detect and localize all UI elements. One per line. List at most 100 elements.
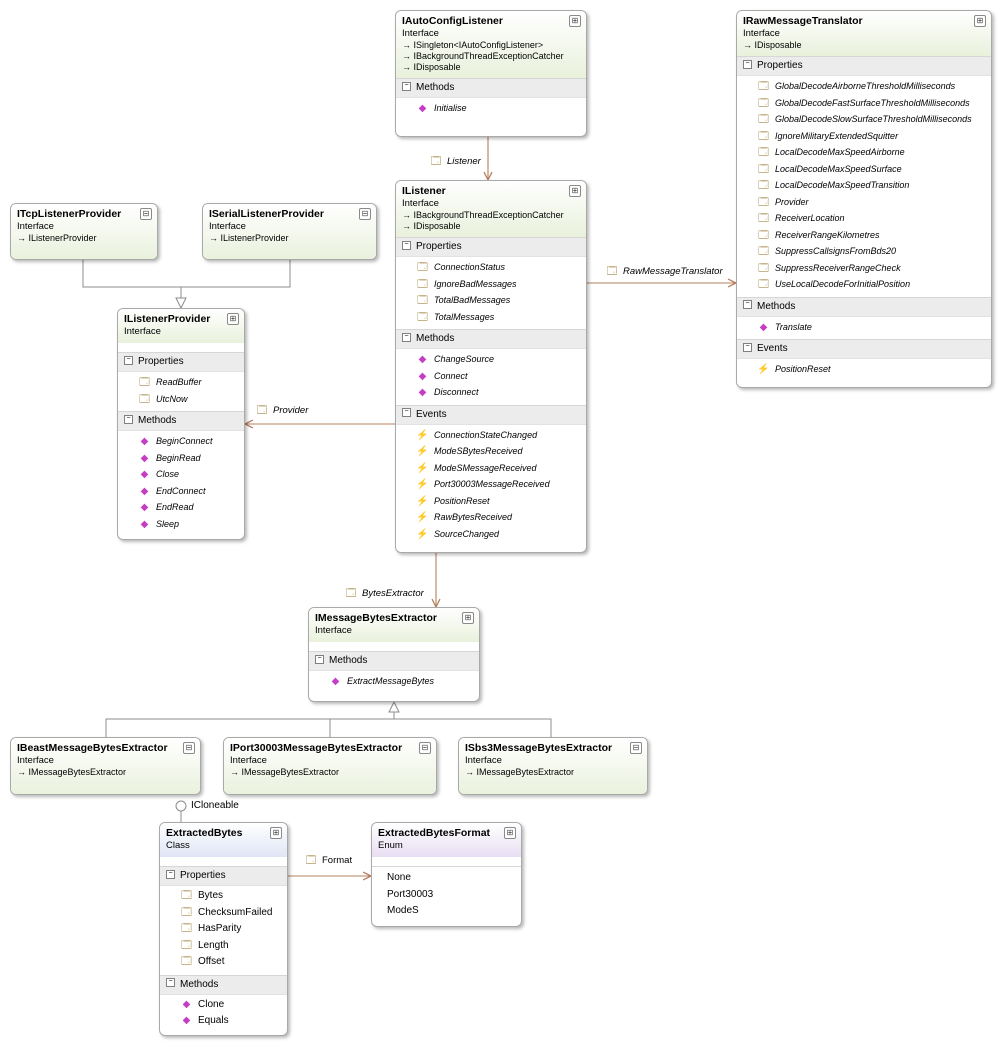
property-item[interactable]: 🗔SuppressCallsignsFromBds20	[737, 243, 991, 260]
box-iautoconfiglistener[interactable]: IAutoConfigListener Interface → ISinglet…	[395, 10, 587, 137]
section-header-methods[interactable]: −Methods	[309, 652, 479, 671]
method-item[interactable]: ◆EndConnect	[118, 483, 244, 500]
collapse-toggle-icon[interactable]: ⊞	[504, 827, 516, 839]
properties-section: −Properties 🗔GlobalDecodeAirborneThresho…	[737, 56, 991, 297]
label-bytes-extractor-association: 🗔 BytesExtractor	[345, 588, 424, 600]
method-icon: ◆	[182, 1015, 191, 1026]
box-itcplistenerprovider[interactable]: ITcpListenerProvider Interface → IListen…	[10, 203, 158, 260]
property-item[interactable]: 🗔UtcNow	[118, 391, 244, 408]
property-item[interactable]: 🗔Offset	[160, 954, 287, 971]
property-icon: 🗔	[758, 81, 769, 92]
section-header-methods[interactable]: −Methods	[396, 330, 586, 349]
section-header-properties[interactable]: −Properties	[118, 353, 244, 372]
property-item[interactable]: 🗔HasParity	[160, 921, 287, 938]
event-item[interactable]: ⚡SourceChanged	[396, 526, 586, 543]
member-name: BeginRead	[156, 452, 201, 463]
collapse-toggle-icon[interactable]: ⊞	[974, 15, 986, 27]
section-header-properties[interactable]: −Properties	[396, 238, 586, 257]
method-item[interactable]: ◆Initialise	[396, 100, 586, 117]
property-item[interactable]: 🗔SuppressReceiverRangeCheck	[737, 260, 991, 277]
event-item[interactable]: ⚡ConnectionStateChanged	[396, 427, 586, 444]
expand-toggle-icon[interactable]: ⊟	[140, 208, 152, 220]
method-item[interactable]: ◆Close	[118, 466, 244, 483]
member-name: ReadBuffer	[156, 377, 202, 387]
enum-value[interactable]: ModeS	[387, 905, 419, 916]
inherits-label: IMessageBytesExtractor	[476, 767, 575, 777]
property-item[interactable]: 🗔GlobalDecodeFastSurfaceThresholdMillise…	[737, 95, 991, 112]
section-header-properties[interactable]: −Properties	[160, 867, 287, 886]
event-item[interactable]: ⚡PositionReset	[396, 493, 586, 510]
event-item[interactable]: ⚡ModeSBytesReceived	[396, 443, 586, 460]
property-item[interactable]: 🗔ChecksumFailed	[160, 905, 287, 922]
property-item[interactable]: 🗔ReadBuffer	[118, 374, 244, 391]
method-item[interactable]: ◆ChangeSource	[396, 351, 586, 368]
box-header: IListener Interface → IBackgroundThreadE…	[396, 181, 586, 237]
expand-toggle-icon[interactable]: ⊟	[359, 208, 371, 220]
property-item[interactable]: 🗔GlobalDecodeSlowSurfaceThresholdMillise…	[737, 111, 991, 128]
section-header-methods[interactable]: −Methods	[160, 975, 287, 995]
enum-value[interactable]: Port30003	[387, 888, 434, 900]
method-item[interactable]: ◆Clone	[160, 997, 287, 1014]
box-imessagebytesextractor[interactable]: IMessageBytesExtractor Interface ⊞ −Meth…	[308, 607, 480, 702]
property-item[interactable]: 🗔UseLocalDecodeForInitialPosition	[737, 276, 991, 293]
section-header-events[interactable]: −Events	[737, 340, 991, 359]
box-irawmessagetranslator[interactable]: IRawMessageTranslator Interface → IDispo…	[736, 10, 992, 388]
enum-value[interactable]: None	[387, 872, 411, 883]
method-item[interactable]: ◆BeginConnect	[118, 433, 244, 450]
collapse-toggle-icon[interactable]: ⊞	[569, 185, 581, 197]
property-item[interactable]: 🗔LocalDecodeMaxSpeedAirborne	[737, 144, 991, 161]
box-iport30003messagebytesextractor[interactable]: IPort30003MessageBytesExtractor Interfac…	[223, 737, 437, 795]
event-item[interactable]: ⚡PositionReset	[737, 361, 991, 378]
collapse-toggle-icon[interactable]: ⊞	[270, 827, 282, 839]
property-item[interactable]: 🗔Provider	[737, 194, 991, 211]
collapse-toggle-icon[interactable]: ⊞	[227, 313, 239, 325]
method-item[interactable]: ◆Disconnect	[396, 384, 586, 401]
expand-toggle-icon[interactable]: ⊟	[419, 742, 431, 754]
event-item[interactable]: ⚡Port30003MessageReceived	[396, 476, 586, 493]
member-name: Bytes	[198, 890, 224, 901]
property-item[interactable]: 🗔ReceiverLocation	[737, 210, 991, 227]
event-item[interactable]: ⚡RawBytesReceived	[396, 509, 586, 526]
method-item[interactable]: ◆Sleep	[118, 516, 244, 533]
association-label: BytesExtractor	[362, 588, 424, 599]
property-icon: 🗔	[181, 923, 192, 934]
member-name: Connect	[434, 370, 468, 381]
property-item[interactable]: 🗔TotalBadMessages	[396, 292, 586, 309]
box-ibeastmessagebytesextractor[interactable]: IBeastMessageBytesExtractor Interface → …	[10, 737, 201, 795]
method-item[interactable]: ◆Equals	[160, 1013, 287, 1030]
property-item[interactable]: 🗔GlobalDecodeAirborneThresholdMillisecon…	[737, 78, 991, 95]
box-extractedbytesformat[interactable]: ExtractedBytesFormat Enum ⊞ None Port300…	[371, 822, 522, 927]
section-header-properties[interactable]: −Properties	[737, 57, 991, 76]
property-item[interactable]: 🗔IgnoreMilitaryExtendedSquitter	[737, 128, 991, 145]
section-header-methods[interactable]: −Methods	[396, 79, 586, 98]
box-ilistenerprovider[interactable]: IListenerProvider Interface ⊞ −Propertie…	[117, 308, 245, 540]
property-item[interactable]: 🗔LocalDecodeMaxSpeedTransition	[737, 177, 991, 194]
collapse-toggle-icon[interactable]: ⊞	[569, 15, 581, 27]
method-item[interactable]: ◆EndRead	[118, 499, 244, 516]
property-item[interactable]: 🗔ConnectionStatus	[396, 259, 586, 276]
expand-toggle-icon[interactable]: ⊟	[183, 742, 195, 754]
property-item[interactable]: 🗔ReceiverRangeKilometres	[737, 227, 991, 244]
method-item[interactable]: ◆Connect	[396, 368, 586, 385]
box-extractedbytes[interactable]: ExtractedBytes Class ⊞ −Properties 🗔Byte…	[159, 822, 288, 1036]
property-item[interactable]: 🗔LocalDecodeMaxSpeedSurface	[737, 161, 991, 178]
box-iseriallistenerprovider[interactable]: ISerialListenerProvider Interface → ILis…	[202, 203, 377, 260]
box-isbs3messagebytesextractor[interactable]: ISbs3MessageBytesExtractor Interface → I…	[458, 737, 648, 795]
section-header-events[interactable]: −Events	[396, 405, 586, 425]
property-icon: 🗔	[345, 588, 357, 599]
method-item[interactable]: ◆BeginRead	[118, 450, 244, 467]
method-item[interactable]: ◆ExtractMessageBytes	[309, 673, 479, 690]
property-item[interactable]: 🗔Length	[160, 938, 287, 955]
expand-toggle-icon[interactable]: ⊟	[630, 742, 642, 754]
section-header-methods[interactable]: −Methods	[118, 412, 244, 431]
property-item[interactable]: 🗔Bytes	[160, 888, 287, 905]
property-item[interactable]: 🗔IgnoreBadMessages	[396, 276, 586, 293]
box-header: ITcpListenerProvider Interface → IListen…	[11, 204, 157, 259]
method-item[interactable]: ◆Translate	[737, 319, 991, 336]
section-header-methods[interactable]: −Methods	[737, 297, 991, 317]
box-ilistener[interactable]: IListener Interface → IBackgroundThreadE…	[395, 180, 587, 553]
collapse-toggle-icon[interactable]: ⊞	[462, 612, 474, 624]
inherit-arrow-icon: →	[17, 233, 26, 243]
property-item[interactable]: 🗔TotalMessages	[396, 309, 586, 326]
event-item[interactable]: ⚡ModeSMessageReceived	[396, 460, 586, 477]
